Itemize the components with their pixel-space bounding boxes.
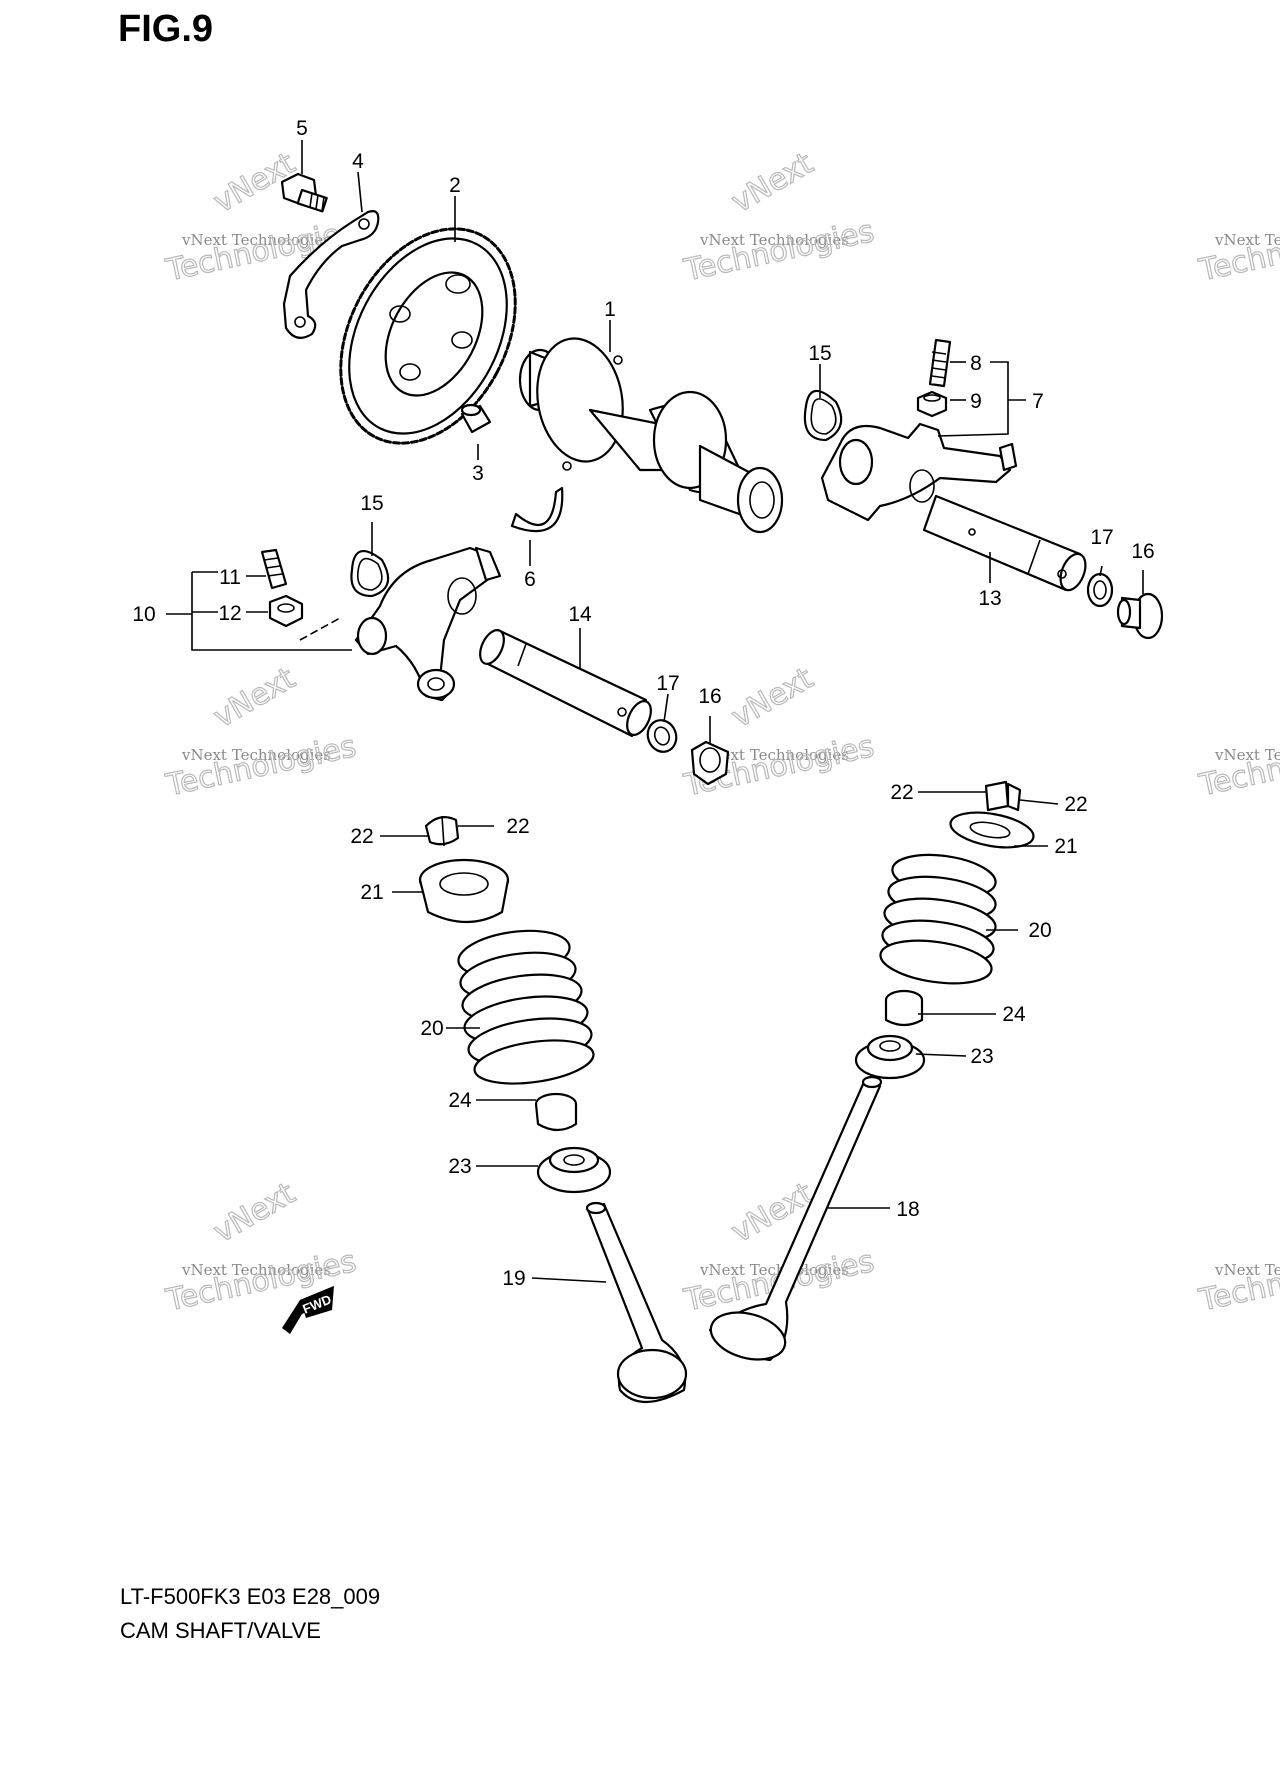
callout-13: 13 bbox=[978, 587, 1001, 610]
model-code: LT-F500FK3 E03 E28_009 bbox=[120, 1584, 381, 1609]
callout-17-upper: 17 bbox=[1090, 526, 1113, 549]
svg-text:vNext: vNext bbox=[726, 661, 820, 735]
part-20-spring-left bbox=[457, 929, 595, 1085]
callout-21-right: 21 bbox=[1054, 835, 1077, 858]
part-2-cam-sprocket bbox=[339, 227, 517, 445]
callout-22-right-b: 22 bbox=[1064, 793, 1087, 816]
part-6-thrust-washer bbox=[510, 486, 564, 533]
callout-6: 6 bbox=[524, 568, 536, 591]
svg-text:vNext Technologies: vNext Technologies bbox=[181, 1261, 331, 1279]
part-21-retainer-left bbox=[418, 858, 510, 923]
callout-3: 3 bbox=[472, 462, 484, 485]
svg-text:vNext: vNext bbox=[208, 1176, 302, 1250]
callout-18: 18 bbox=[896, 1198, 919, 1221]
svg-text:vNext Technologies: vNext Technologies bbox=[181, 746, 331, 764]
callout-5: 5 bbox=[296, 117, 308, 140]
callout-20-right: 20 bbox=[1028, 919, 1051, 942]
part-15-o-ring-lower bbox=[350, 549, 390, 598]
part-12-lock-nut bbox=[268, 594, 304, 628]
part-8-adjuster-screw bbox=[928, 338, 952, 388]
svg-text:vNext: vNext bbox=[208, 661, 302, 735]
part-7-rocker-arm-upper bbox=[820, 422, 1018, 522]
fwd-arrow-icon: FWD bbox=[282, 1286, 334, 1334]
part-16-cap-lower bbox=[690, 740, 730, 786]
part-1-camshaft bbox=[518, 337, 784, 534]
callout-14: 14 bbox=[568, 603, 592, 626]
watermark-group: vNext Technologies Technologies vNext vN… bbox=[162, 145, 1280, 1319]
callout-7: 7 bbox=[1032, 390, 1044, 413]
svg-text:vNext Technologies: vNext Technologies bbox=[699, 746, 849, 764]
part-4-retainer-plate bbox=[282, 210, 380, 339]
callout-21-left: 21 bbox=[360, 881, 383, 904]
callout-15-upper: 15 bbox=[808, 342, 831, 365]
part-19-valve-left bbox=[585, 1201, 688, 1403]
leader-lines bbox=[166, 140, 1144, 1283]
callout-numbers: 5 4 2 3 1 6 15 8 9 7 13 17 16 15 11 12 1… bbox=[132, 117, 1154, 1290]
part-16-cap-upper bbox=[1116, 592, 1164, 640]
callout-20-left: 20 bbox=[420, 1017, 443, 1040]
watermark: vNext Technologies Technologies vNext bbox=[162, 145, 360, 289]
callout-22-left-a: 22 bbox=[350, 825, 373, 848]
watermark: vNext Technologies Technologies bbox=[1195, 1243, 1280, 1319]
part-10-rocker-arm-lower bbox=[354, 546, 502, 702]
part-5-bolt bbox=[280, 172, 328, 213]
part-23-seat-left bbox=[536, 1146, 612, 1194]
callout-9: 9 bbox=[970, 390, 982, 413]
callout-22-left-b: 22 bbox=[506, 815, 529, 838]
watermark: vNext Technologies Technologies vNext bbox=[680, 145, 878, 289]
callout-22-right-a: 22 bbox=[890, 781, 913, 804]
svg-text:Technologies: Technologies bbox=[1195, 214, 1280, 289]
part-11-adjuster-screw bbox=[260, 548, 288, 590]
part-9-lock-nut bbox=[916, 390, 948, 418]
part-13-rocker-shaft bbox=[922, 494, 1087, 592]
watermark: vNext Technologies Technologies vNext bbox=[162, 660, 360, 804]
part-15-o-ring-upper bbox=[803, 389, 843, 442]
svg-text:vNext Technologies: vNext Technologies bbox=[181, 231, 331, 249]
callout-16-upper: 16 bbox=[1131, 540, 1154, 563]
svg-text:Technologies: Technologies bbox=[680, 214, 877, 289]
callout-11: 11 bbox=[219, 566, 241, 589]
part-3-dowel-pin bbox=[460, 403, 492, 434]
svg-text:vNext: vNext bbox=[726, 146, 820, 220]
svg-text:vNext Technologies: vNext Technologies bbox=[699, 1261, 849, 1279]
callout-23-left: 23 bbox=[448, 1155, 471, 1178]
callout-17-lower: 17 bbox=[656, 672, 679, 695]
svg-text:vNext Technologies: vNext Technologies bbox=[1214, 746, 1280, 764]
svg-text:Technologies: Technologies bbox=[1195, 1244, 1280, 1319]
section-name: CAM SHAFT/VALVE bbox=[120, 1618, 321, 1643]
callout-10: 10 bbox=[132, 603, 155, 626]
svg-text:Technologies: Technologies bbox=[162, 729, 359, 804]
figure-title: FIG.9 bbox=[118, 8, 214, 50]
callout-1: 1 bbox=[604, 298, 616, 321]
part-21-retainer-right bbox=[949, 811, 1035, 849]
callout-12: 12 bbox=[218, 602, 241, 625]
part-14-rocker-shaft bbox=[479, 628, 652, 738]
part-20-spring-right bbox=[879, 853, 997, 985]
callout-2: 2 bbox=[449, 174, 461, 197]
part-22-cotter-left bbox=[424, 815, 460, 847]
part-24-seal-right bbox=[884, 989, 924, 1027]
callout-15-lower: 15 bbox=[360, 492, 383, 515]
callout-24-left: 24 bbox=[448, 1089, 472, 1112]
svg-text:vNext Technologies: vNext Technologies bbox=[1214, 1261, 1280, 1279]
callout-24-right: 24 bbox=[1002, 1003, 1026, 1026]
svg-text:vNext Technologies: vNext Technologies bbox=[1214, 231, 1280, 249]
callout-8: 8 bbox=[970, 352, 982, 375]
callout-4: 4 bbox=[352, 150, 364, 173]
part-23-seat-right bbox=[854, 1034, 926, 1080]
callout-19: 19 bbox=[502, 1267, 525, 1290]
watermark: vNext Technologies Technologies bbox=[1195, 213, 1280, 289]
part-18-valve-right bbox=[708, 1075, 883, 1362]
part-17-washer-upper bbox=[1086, 572, 1114, 608]
svg-text:vNext Technologies: vNext Technologies bbox=[699, 231, 849, 249]
part-22-cotter-right bbox=[984, 780, 1022, 812]
part-24-seal-left bbox=[534, 1092, 578, 1132]
part-17-washer-lower bbox=[646, 719, 678, 753]
watermark: vNext Technologies Technologies bbox=[1195, 728, 1280, 804]
callout-23-right: 23 bbox=[970, 1045, 993, 1068]
callout-16-lower: 16 bbox=[698, 685, 721, 708]
svg-text:Technologies: Technologies bbox=[1195, 729, 1280, 804]
